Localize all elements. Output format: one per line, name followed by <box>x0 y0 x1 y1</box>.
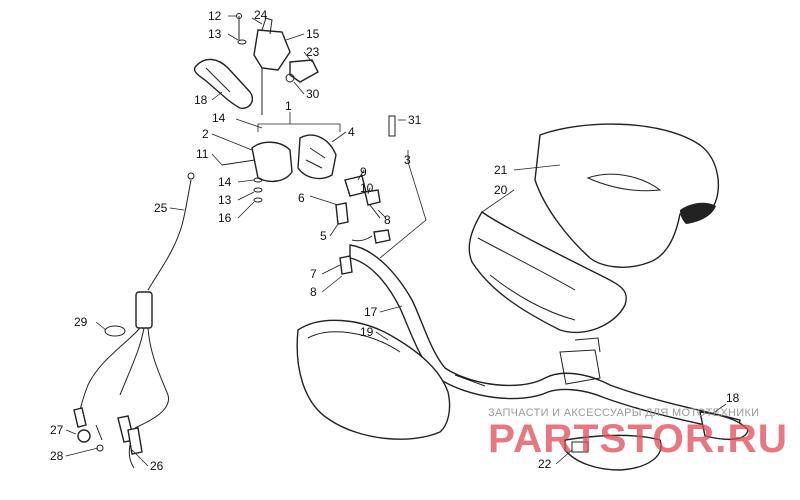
label-13: 13 <box>208 27 222 41</box>
leader-lines <box>65 15 727 467</box>
watermark-caption: ЗАПЧАСТИ И АКСЕССУАРЫ ДЛЯ МОТОТЕХНИКИ <box>488 407 759 419</box>
watermark-brand: PARTSTOR.RU <box>488 417 788 461</box>
label-24: 24 <box>254 8 268 22</box>
part-labels: 12 13 24 15 23 30 18 1 14 2 11 14 13 16 … <box>50 8 740 473</box>
label-8b: 8 <box>310 285 317 299</box>
label-19: 19 <box>360 325 374 339</box>
label-18: 18 <box>194 93 208 107</box>
label-4: 4 <box>348 125 355 139</box>
label-30: 30 <box>306 87 320 101</box>
label-25: 25 <box>154 201 168 215</box>
label-20: 20 <box>494 183 508 197</box>
throttle-lever-assembly <box>236 13 319 115</box>
label-14: 14 <box>212 111 226 125</box>
label-18b: 18 <box>726 391 740 405</box>
label-16: 16 <box>218 211 232 225</box>
grip-left-part-18 <box>193 58 254 109</box>
watermark: ЗАПЧАСТИ И АКСЕССУАРЫ ДЛЯ МОТОТЕХНИКИ PA… <box>488 407 788 461</box>
label-23: 23 <box>306 45 320 59</box>
label-27: 27 <box>50 423 64 437</box>
label-1: 1 <box>285 99 292 113</box>
label-7: 7 <box>310 267 317 281</box>
label-15: 15 <box>306 27 320 41</box>
grip-right-part-18 <box>699 411 749 441</box>
label-17: 17 <box>364 305 378 319</box>
label-13b: 13 <box>218 193 232 207</box>
label-29: 29 <box>74 315 88 329</box>
label-26: 26 <box>150 459 164 473</box>
label-3: 3 <box>404 153 411 167</box>
label-10: 10 <box>360 181 374 195</box>
handlebar-pad-part-19 <box>296 319 451 440</box>
label-22: 22 <box>538 457 552 471</box>
windshield-part-21 <box>534 123 720 268</box>
label-2: 2 <box>202 127 209 141</box>
visor-part-20 <box>468 210 627 334</box>
label-5: 5 <box>320 229 327 243</box>
bracket-part-22 <box>564 434 662 471</box>
label-14b: 14 <box>218 175 232 189</box>
label-12: 12 <box>208 9 222 23</box>
label-8a: 8 <box>384 213 391 227</box>
label-9: 9 <box>360 165 367 179</box>
label-28: 28 <box>50 449 64 463</box>
label-11: 11 <box>196 147 209 161</box>
label-6: 6 <box>298 191 305 205</box>
wiring-harness <box>73 172 195 469</box>
label-21: 21 <box>494 163 508 177</box>
label-31: 31 <box>408 113 422 127</box>
switch-housing-assembly <box>221 115 396 275</box>
